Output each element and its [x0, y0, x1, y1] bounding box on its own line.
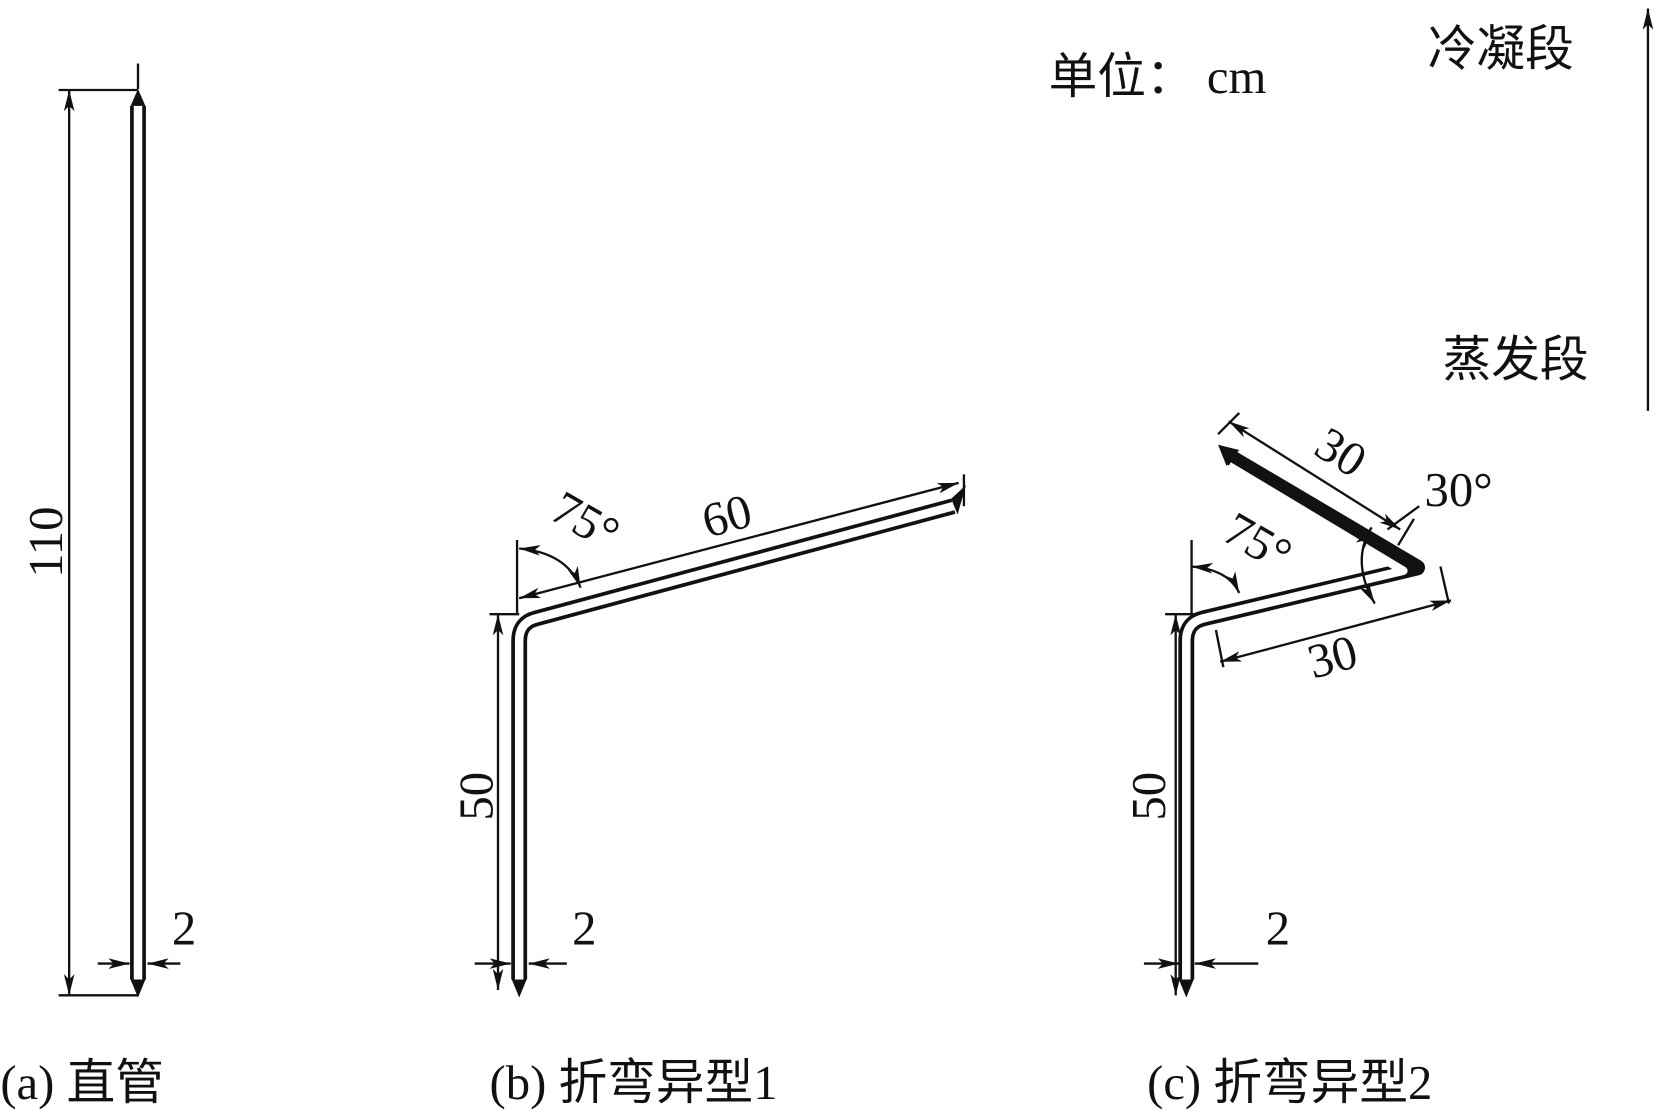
evaporator-section-label: 蒸发段 — [1443, 333, 1589, 387]
caption-b: (b) 折弯异型1 — [490, 1056, 778, 1110]
panel-a-straight-pipe: 110 2 — [19, 63, 196, 998]
length-label: 110 — [19, 507, 73, 578]
vertical-length-label: 50 — [1122, 772, 1176, 821]
diameter-label: 2 — [1266, 902, 1290, 956]
panel-c-bent-pipe-2: 50 75° 30 30 30° 2 — [1122, 412, 1493, 998]
angle-label: 75° — [542, 480, 628, 561]
segment2-label: 30 — [1302, 625, 1363, 690]
caption-a: (a) 直管 — [0, 1056, 164, 1110]
unit-label: 单位： cm — [1049, 50, 1267, 104]
diameter-label: 2 — [572, 902, 596, 956]
diameter-label: 2 — [172, 902, 196, 956]
caption-c: (c) 折弯异型2 — [1147, 1056, 1432, 1110]
vertical-length-label: 50 — [450, 772, 504, 821]
angle2-label: 30° — [1425, 463, 1493, 517]
panel-b-bent-pipe-1: 50 60 75° 2 — [450, 474, 967, 998]
condenser-section-label: 冷凝段 — [1428, 23, 1574, 77]
angle1-label: 75° — [1215, 502, 1301, 583]
